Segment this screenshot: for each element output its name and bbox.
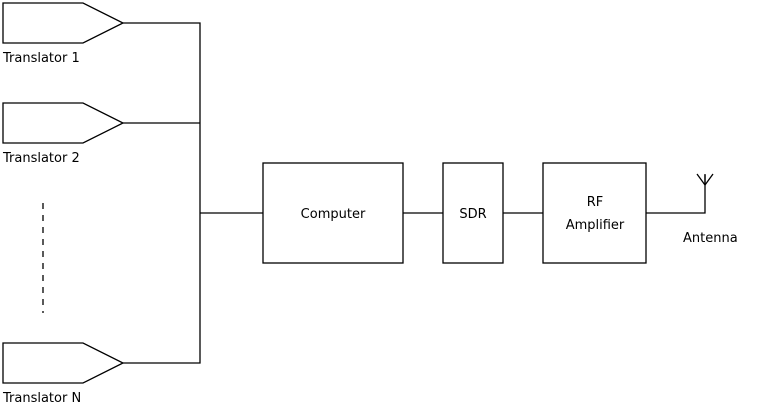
amplifier-to-antenna-wire xyxy=(646,175,706,214)
antenna-label: Antenna xyxy=(683,231,738,246)
translator-2-label: Translator 2 xyxy=(2,151,80,166)
rf-amplifier-box xyxy=(542,162,647,264)
bus-outer-wire xyxy=(123,22,201,364)
translator-n: Translator N xyxy=(2,342,125,406)
translator-1-label: Translator 1 xyxy=(2,51,80,66)
antenna: Antenna xyxy=(646,173,738,246)
translator-bus xyxy=(123,22,263,364)
rf-amplifier-label-line1: RF xyxy=(587,195,604,210)
translator-2: Translator 2 xyxy=(2,102,125,166)
antenna-icon xyxy=(696,173,714,186)
sdr-label: SDR xyxy=(459,207,486,222)
translator-n-shape xyxy=(2,342,125,384)
computer-box xyxy=(262,162,404,264)
translator-1-shape xyxy=(2,2,125,44)
computer-label: Computer xyxy=(301,207,366,222)
sdr-box xyxy=(442,162,504,264)
sdr-block: SDR xyxy=(442,162,504,264)
rf-amplifier-label-line2: Amplifier xyxy=(566,218,625,233)
translator-n-label: Translator N xyxy=(2,391,81,406)
computer-block: Computer xyxy=(262,162,404,264)
rf-amplifier-block: RF Amplifier xyxy=(542,162,647,264)
translator-1: Translator 1 xyxy=(2,2,125,66)
translator-2-shape xyxy=(2,102,125,144)
